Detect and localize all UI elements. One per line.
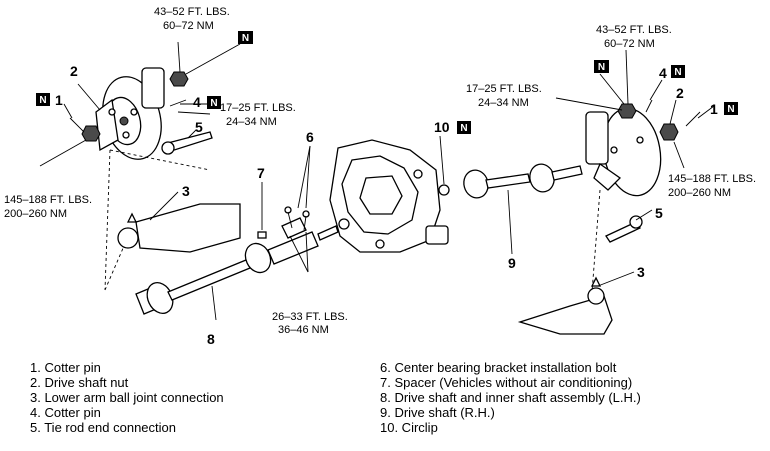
- torque-bracket-bolt-nm: 36–46 NM: [278, 324, 329, 336]
- legend-item: 4. Cotter pin: [30, 405, 101, 420]
- right-drive-shaft-nut: [659, 123, 679, 141]
- left-knuckle-hub: [95, 67, 165, 160]
- legend-item: 5. Tie rod end connection: [30, 420, 176, 435]
- torque-tie-rod-right-ftlbs: 17–25 FT. LBS.: [466, 83, 542, 95]
- legend-item: 8. Drive shaft and inner shaft assembly …: [380, 390, 641, 405]
- callout-4-right: 4: [659, 65, 667, 81]
- callout-2-left: 2: [70, 63, 78, 79]
- left-ball-joint-guide: [104, 149, 211, 291]
- new-part-mark-n4-right: N: [671, 65, 685, 78]
- right-lower-arm: [517, 276, 613, 335]
- torque-nut-top-right-nm: 60–72 NM: [604, 38, 655, 50]
- left-small-cotter-pin-icon: [169, 99, 187, 107]
- legend-item: 2. Drive shaft nut: [30, 375, 129, 390]
- callout-3-right: 3: [637, 264, 645, 280]
- torque-nut-top-left-nm: 60–72 NM: [163, 20, 214, 32]
- legend-right: 6. Center bearing bracket installation b…: [380, 360, 641, 435]
- svg-text:N: N: [674, 67, 681, 78]
- legend-item: 6. Center bearing bracket installation b…: [380, 360, 617, 375]
- svg-text:N: N: [210, 98, 217, 109]
- svg-text:N: N: [242, 33, 249, 44]
- right-ball-joint-guide: [591, 189, 601, 293]
- torque-bracket-bolt-ftlbs: 26–33 FT. LBS.: [272, 311, 348, 323]
- callout-5-right: 5: [655, 205, 663, 221]
- left-tie-rod-end: [161, 131, 213, 155]
- torque-tie-rod-right-nm: 24–34 NM: [478, 97, 529, 109]
- left-drive-shaft-assembly: [135, 225, 339, 315]
- right-cotter-pin-icon: [685, 111, 701, 127]
- right-upper-nut: [617, 103, 637, 119]
- callout-4-left: 4: [193, 94, 201, 110]
- right-drive-shaft: [438, 163, 583, 199]
- torque-labels: 43–52 FT. LBS. 60–72 NM 17–25 FT. LBS. 2…: [4, 6, 756, 336]
- callout-8: 8: [207, 331, 215, 347]
- callout-5-left: 5: [195, 119, 203, 135]
- torque-nut-top-right-ftlbs: 43–52 FT. LBS.: [596, 24, 672, 36]
- right-knuckle-hub: [585, 107, 662, 197]
- torque-drive-nut-right-ftlbs: 145–188 FT. LBS.: [668, 173, 756, 185]
- transaxle-assembly: [329, 139, 449, 253]
- spacer: [257, 231, 267, 239]
- left-drive-shaft-nut: [81, 125, 101, 142]
- torque-drive-nut-left-ftlbs: 145–188 FT. LBS.: [4, 194, 92, 206]
- callout-6: 6: [306, 129, 314, 145]
- svg-text:N: N: [460, 123, 467, 134]
- left-cotter-pin-icon: [69, 117, 85, 133]
- new-part-mark-n10: N: [457, 121, 471, 134]
- callout-7: 7: [257, 165, 265, 181]
- leader-lines: [39, 41, 715, 321]
- torque-tie-rod-left-ftlbs: 17–25 FT. LBS.: [220, 102, 296, 114]
- callout-1-left: 1: [55, 92, 63, 108]
- new-part-mark-top-left: N: [238, 31, 253, 44]
- center-bearing-bracket: [281, 206, 310, 239]
- callout-9: 9: [508, 255, 516, 271]
- legend-item: 7. Spacer (Vehicles without air conditio…: [380, 375, 633, 390]
- torque-drive-nut-right-nm: 200–260 NM: [668, 187, 731, 199]
- new-part-mark-n1-left: N: [36, 93, 50, 106]
- svg-text:N: N: [39, 95, 46, 106]
- legend-item: 1. Cotter pin: [30, 360, 101, 375]
- torque-drive-nut-left-nm: 200–260 NM: [4, 208, 67, 220]
- right-tie-rod-end: [605, 215, 643, 243]
- callout-numbers: 1 2 4 5 3 6 7 8 10 9 4 2 1 5 3: [55, 63, 718, 347]
- callout-3-left: 3: [182, 183, 190, 199]
- right-small-cotter-pin-icon: [645, 99, 653, 113]
- callout-2-right: 2: [676, 85, 684, 101]
- callout-10: 10: [434, 119, 450, 135]
- torque-tie-rod-left-nm: 24–34 NM: [226, 116, 277, 128]
- legend-left: 1. Cotter pin 2. Drive shaft nut 3. Lowe…: [30, 360, 224, 435]
- torque-nut-top-left-ftlbs: 43–52 FT. LBS.: [154, 6, 230, 18]
- left-upper-nut: [169, 71, 189, 87]
- left-lower-arm: [117, 203, 241, 253]
- legend-item: 3. Lower arm ball joint connection: [30, 390, 224, 405]
- legend-item: 9. Drive shaft (R.H.): [380, 405, 495, 420]
- new-part-mark-n1-right: N: [724, 102, 738, 115]
- new-part-mark-n4-left: N: [207, 96, 221, 109]
- callout-1-right: 1: [710, 101, 718, 117]
- svg-text:N: N: [727, 104, 734, 115]
- new-part-mark-top-right: N: [594, 60, 609, 73]
- legend-item: 10. Circlip: [380, 420, 438, 435]
- svg-text:N: N: [598, 62, 605, 73]
